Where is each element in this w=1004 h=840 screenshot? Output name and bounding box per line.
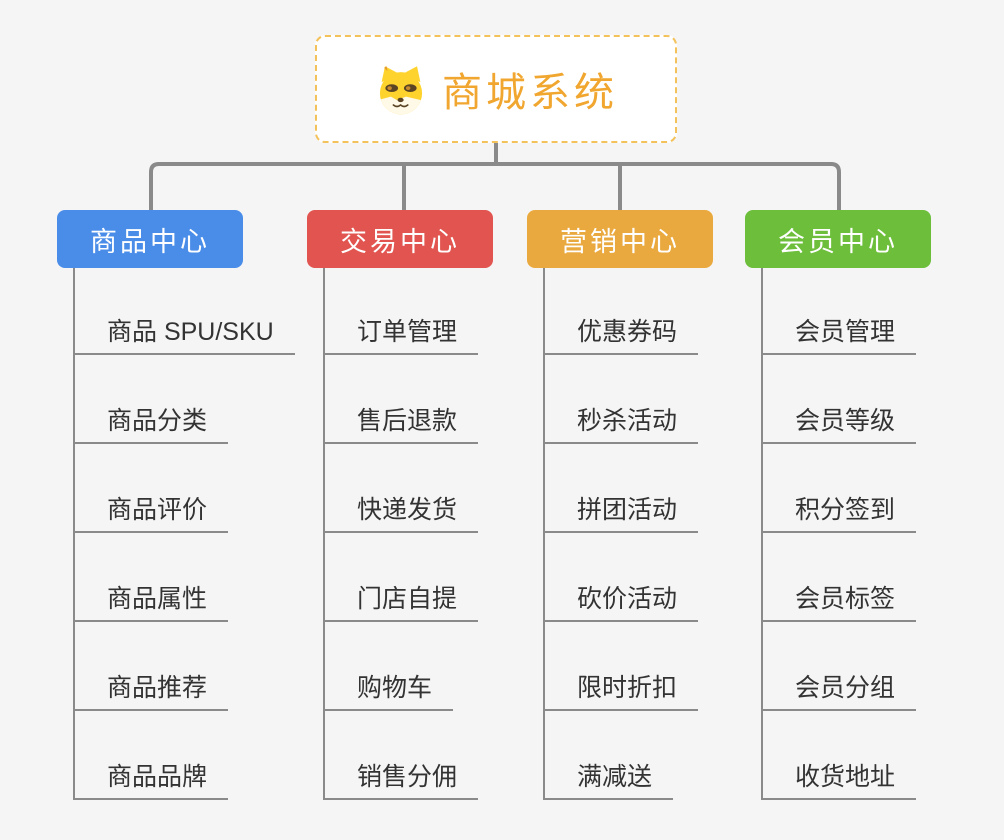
leaf-node[interactable]: 门店自提 [323, 585, 479, 622]
leaf-node[interactable]: 售后退款 [323, 407, 479, 444]
leaf-node[interactable]: 商品 SPU/SKU [73, 318, 295, 355]
branch-node-product-center[interactable]: 商品中心 [57, 210, 243, 268]
leaf-column-marketing: 优惠券码 秒杀活动 拼团活动 砍价活动 限时折扣 满减送 [543, 268, 773, 808]
leaf-node[interactable]: 拼团活动 [543, 496, 699, 533]
leaf-node[interactable]: 商品品牌 [73, 763, 229, 800]
leaf-node[interactable]: 收货地址 [761, 763, 917, 800]
branch-bus-line [149, 162, 841, 210]
branch-node-trade-center[interactable]: 交易中心 [307, 210, 493, 268]
leaf-column-trade: 订单管理 售后退款 快递发货 门店自提 购物车 销售分佣 [323, 268, 553, 808]
leaf-node[interactable]: 秒杀活动 [543, 407, 699, 444]
leaf-column-product: 商品 SPU/SKU 商品分类 商品评价 商品属性 商品推荐 商品品牌 [73, 268, 303, 808]
leaf-node[interactable]: 会员等级 [761, 407, 917, 444]
root-title: 商城系统 [442, 71, 618, 115]
dog-face-icon [374, 62, 428, 116]
leaf-node[interactable]: 快递发货 [323, 496, 479, 533]
branch-node-marketing-center[interactable]: 营销中心 [527, 210, 713, 268]
leaf-node[interactable]: 会员管理 [761, 318, 917, 355]
leaf-node[interactable]: 会员标签 [761, 585, 917, 622]
leaf-node[interactable]: 订单管理 [323, 318, 479, 355]
leaf-node[interactable]: 会员分组 [761, 674, 917, 711]
leaf-node[interactable]: 商品评价 [73, 496, 229, 533]
leaf-node[interactable]: 商品属性 [73, 585, 229, 622]
root-node-mall-system[interactable]: 商城系统 [315, 35, 677, 143]
leaf-node[interactable]: 砍价活动 [543, 585, 699, 622]
leaf-node[interactable]: 积分签到 [761, 496, 917, 533]
leaf-column-member: 会员管理 会员等级 积分签到 会员标签 会员分组 收货地址 [761, 268, 991, 808]
leaf-node[interactable]: 优惠券码 [543, 318, 699, 355]
leaf-node[interactable]: 购物车 [323, 674, 454, 711]
leaf-node[interactable]: 商品推荐 [73, 674, 229, 711]
leaf-node[interactable]: 销售分佣 [323, 763, 479, 800]
branch-node-member-center[interactable]: 会员中心 [745, 210, 931, 268]
leaf-node[interactable]: 商品分类 [73, 407, 229, 444]
leaf-node[interactable]: 满减送 [543, 763, 674, 800]
leaf-node[interactable]: 限时折扣 [543, 674, 699, 711]
